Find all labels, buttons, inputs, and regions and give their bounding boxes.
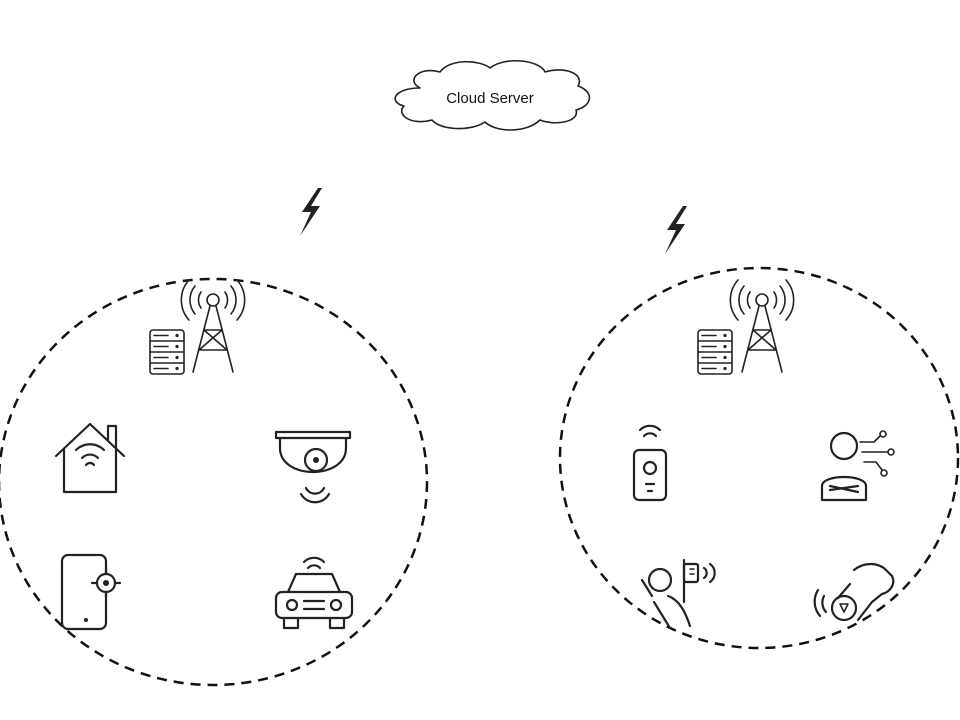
lightning-bolt-icon	[665, 206, 687, 254]
cluster-boundary	[558, 266, 960, 650]
patient-iv-drip-icon	[640, 558, 716, 630]
left-cluster	[0, 277, 429, 687]
connected-car-icon	[274, 556, 354, 630]
smart-home-icon	[54, 422, 126, 494]
doctor-network-icon	[820, 430, 895, 502]
right-cluster	[558, 266, 960, 650]
wireless-remote-icon	[632, 424, 668, 502]
cluster-boundary	[0, 277, 429, 687]
cloud-server	[394, 59, 591, 131]
edge-server-icon	[697, 329, 733, 375]
edge-server-icon	[149, 329, 185, 375]
security-camera-icon	[274, 430, 352, 504]
lightning-bolt-icon	[300, 188, 322, 236]
smartwatch-wrist-icon	[813, 562, 895, 622]
cell-tower-icon	[180, 279, 246, 373]
cloud-server-label: Cloud Server	[446, 90, 534, 107]
cell-tower-icon	[729, 279, 795, 373]
cloud-icon	[394, 59, 591, 131]
smartphone-location-icon	[60, 553, 122, 631]
